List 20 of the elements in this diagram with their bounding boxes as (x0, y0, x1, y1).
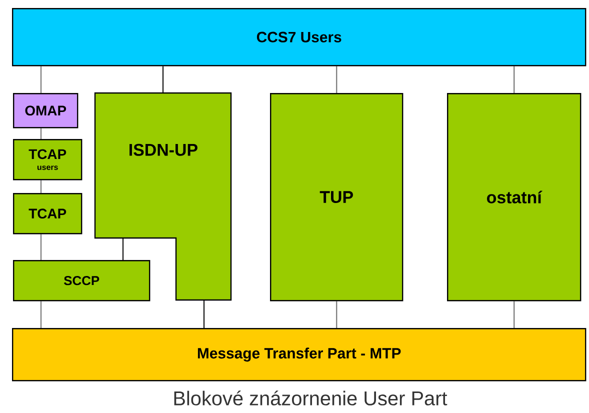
connector-line (514, 301, 515, 328)
connector-line (40, 66, 42, 93)
protocol-box: SCCP (13, 260, 150, 302)
protocol-box: OMAP (13, 93, 78, 128)
connector-line (40, 301, 42, 328)
connector-line (514, 66, 515, 93)
connector-line (203, 300, 205, 328)
protocol-block: TUP (270, 93, 404, 302)
layer-box: CCS7 Users (12, 8, 586, 66)
connector-line (336, 301, 338, 328)
connector-line (40, 234, 42, 260)
connector-line (40, 128, 42, 139)
layer-box: Message Transfer Part - MTP (12, 328, 586, 382)
protocol-block: ostatní (447, 93, 582, 302)
caption: Blokové znázornenie User Part (174, 390, 448, 406)
protocol-box: TCAP (13, 193, 82, 234)
connector-line (40, 180, 42, 193)
connector-line (336, 66, 338, 93)
connector-line (162, 66, 164, 93)
connector-line (122, 238, 124, 260)
